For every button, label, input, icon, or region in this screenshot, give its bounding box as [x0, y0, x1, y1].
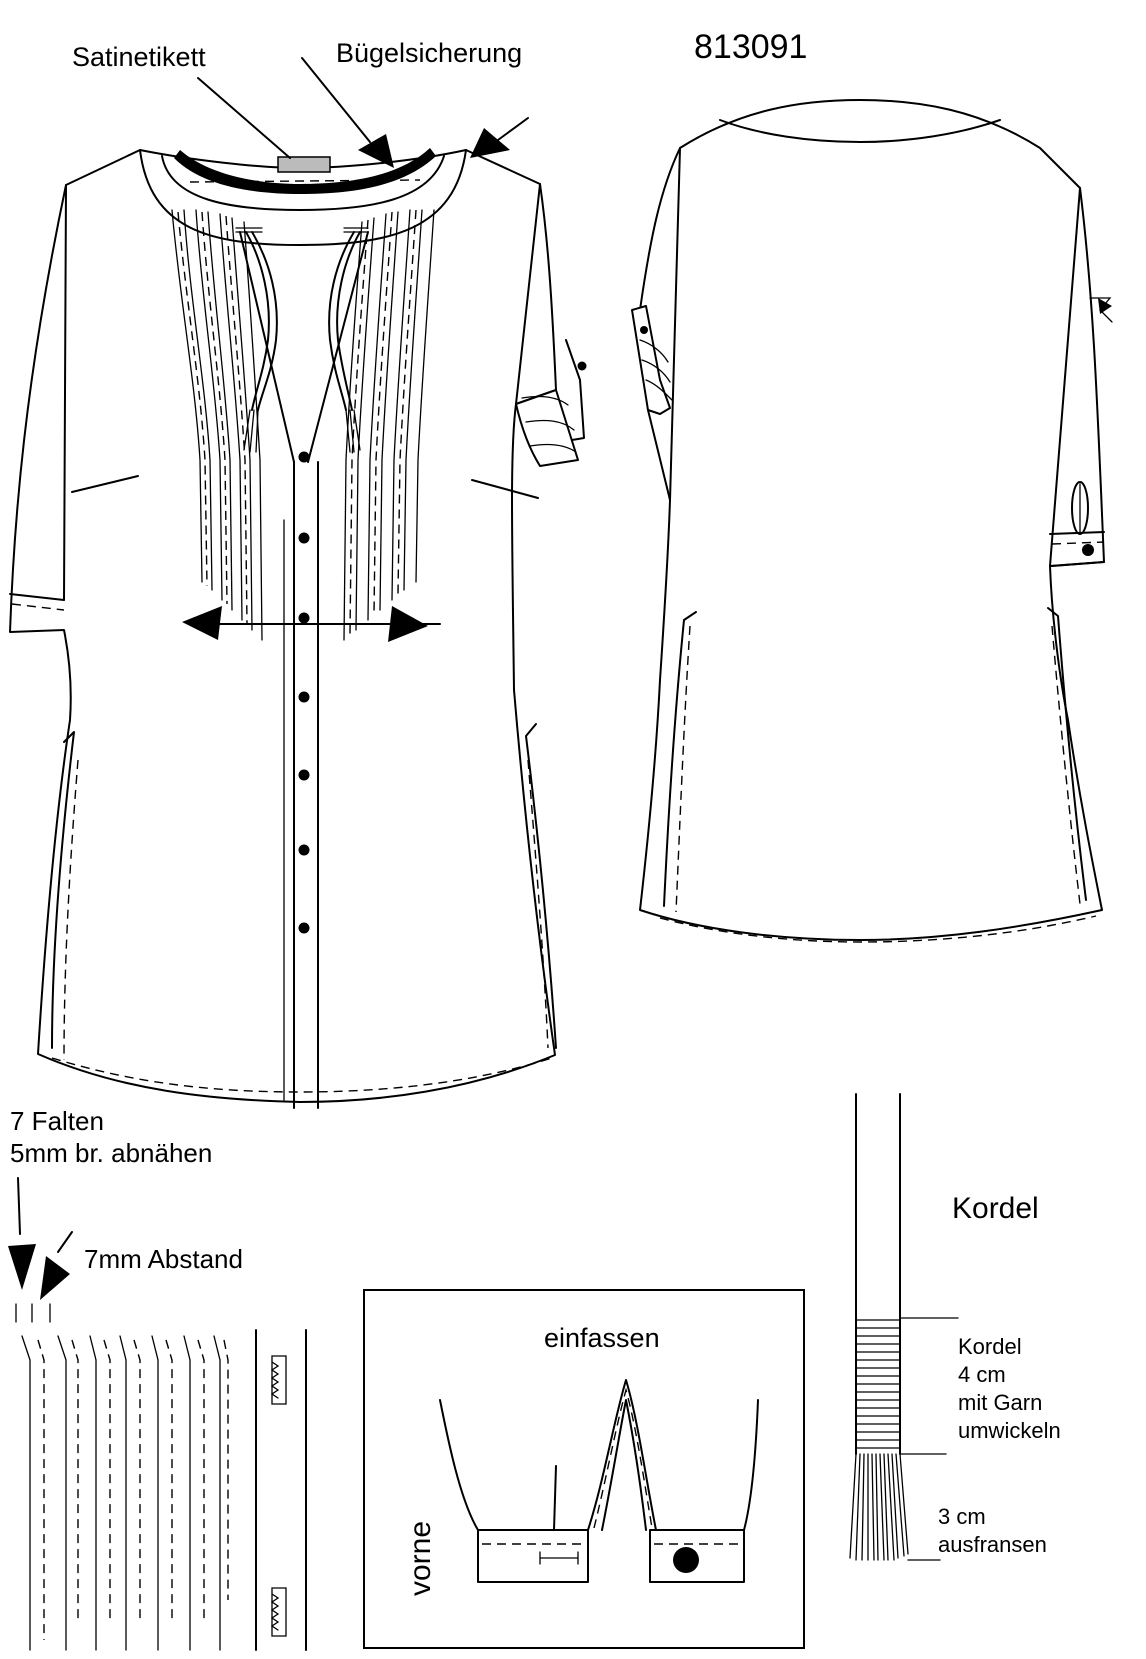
- binding-detail: einfassen vorne: [363, 1289, 805, 1649]
- fringe-text-2: ausfransen: [938, 1532, 1047, 1557]
- cord-wrap-text-2: 4 cm: [958, 1362, 1006, 1387]
- article-number: 813091: [694, 28, 807, 66]
- cord-detail: Kordel: [849, 1093, 1061, 1561]
- pleat-detail: 7 Falten 5mm br. abnähen 7mm Abstand: [8, 1106, 307, 1651]
- cord-wrapping: [855, 1319, 901, 1449]
- cord-wrap-text-4: umwickeln: [958, 1418, 1061, 1443]
- back-view: [631, 99, 1113, 943]
- pleats-text-2: 5mm br. abnähen: [10, 1138, 212, 1168]
- front-text: vorne: [404, 1521, 437, 1596]
- hanger-loop-text: Bügelsicherung: [336, 38, 522, 68]
- front-neckband: [139, 149, 467, 246]
- cord-wrap-text-3: mit Garn: [958, 1390, 1042, 1415]
- spacing-text: 7mm Abstand: [84, 1244, 243, 1274]
- cord-wrap-text-1: Kordel: [958, 1334, 1022, 1359]
- satin-label: [277, 156, 331, 173]
- binding-text: einfassen: [544, 1323, 660, 1353]
- cord-title: Kordel: [952, 1192, 1039, 1225]
- back-body: [639, 99, 1105, 941]
- pintucks-left: [171, 209, 263, 641]
- arrow-left: [182, 606, 222, 640]
- front-view: [9, 57, 587, 1109]
- cord-fringe: [849, 1453, 909, 1561]
- front-cords: [235, 227, 369, 453]
- fringe-text-1: 3 cm: [938, 1504, 986, 1529]
- binding-box: [363, 1289, 805, 1649]
- pleats-text-1: 7 Falten: [10, 1106, 104, 1136]
- front-sleeve-right: [515, 389, 579, 467]
- front-body: [9, 149, 557, 1103]
- arrow-right: [388, 606, 428, 642]
- front-buttons: [298, 451, 310, 934]
- satin-label-text: Satinetikett: [72, 42, 206, 72]
